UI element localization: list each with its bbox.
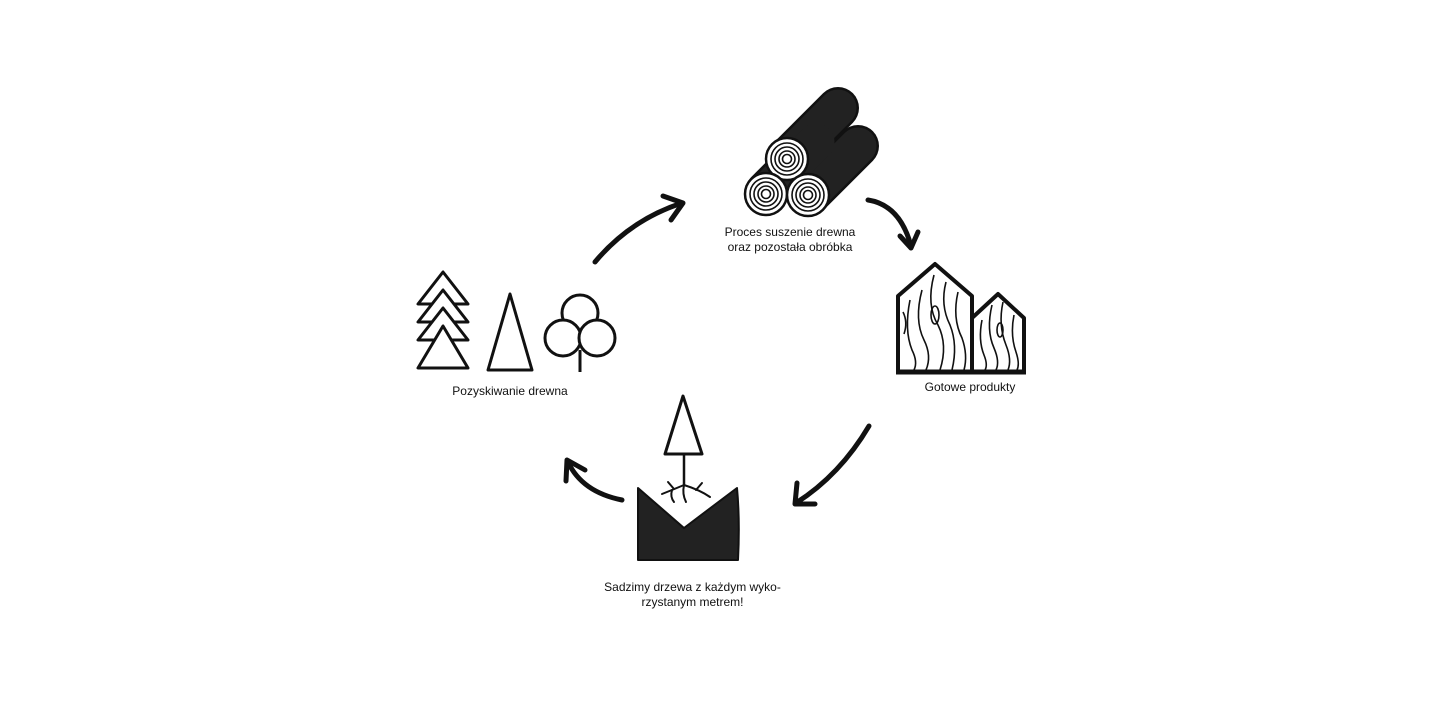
- sapling-planting-icon: [637, 394, 740, 561]
- arrow-drying-to-products: [865, 197, 921, 251]
- arrow-harvest-to-drying: [592, 193, 686, 265]
- drying-label-line2: oraz pozostała obróbka: [727, 240, 853, 254]
- products-label-line1: Gotowe produkty: [924, 380, 1016, 394]
- planting-label-line2: rzystanym metrem!: [641, 595, 744, 609]
- products-stage-label: Gotowe produkty: [895, 380, 1045, 395]
- wooden-houses-icon: [896, 262, 1026, 375]
- arrow-products-to-planting: [792, 423, 872, 507]
- harvest-label-line1: Pozyskiwanie drewna: [452, 384, 568, 398]
- drying-stage-label: Proces suszenie drewna oraz pozostała ob…: [700, 225, 880, 255]
- planting-label-line1: Sadzimy drzewa z każdym wyko-: [604, 580, 781, 594]
- harvest-stage-label: Pozyskiwanie drewna: [420, 384, 600, 399]
- planting-stage-label: Sadzimy drzewa z każdym wyko- rzystanym …: [585, 580, 800, 610]
- drying-label-line1: Proces suszenie drewna: [724, 225, 856, 239]
- forest-trees-icon: [416, 270, 617, 372]
- logs-icon: [743, 87, 879, 218]
- arrow-planting-to-harvest: [563, 457, 625, 503]
